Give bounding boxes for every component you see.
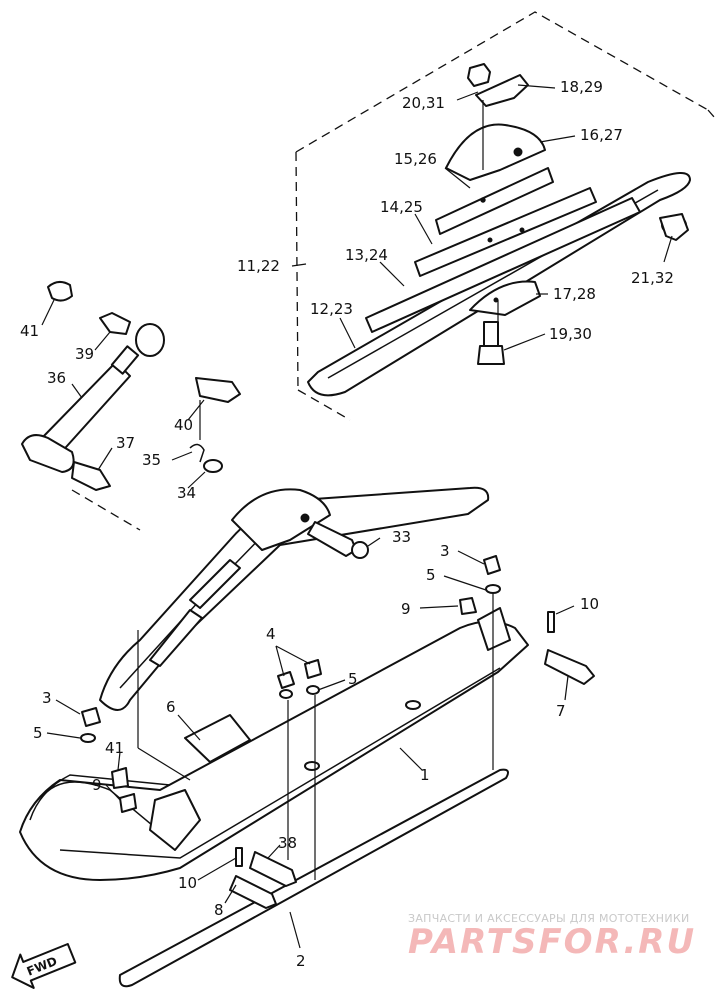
label-13-24: 13,24 xyxy=(345,246,388,264)
alignment-lines xyxy=(137,100,499,880)
label-3-right: 3 xyxy=(440,542,450,560)
leaf-spring-assembly-lower xyxy=(99,486,490,711)
label-5-left: 5 xyxy=(33,724,43,742)
spring-group-boundary xyxy=(71,11,716,531)
label-35: 35 xyxy=(142,451,161,469)
label-19-30: 19,30 xyxy=(549,325,592,343)
fwd-arrow-icon: FWD xyxy=(11,942,77,989)
label-8: 8 xyxy=(214,901,224,919)
label-38: 38 xyxy=(278,834,297,852)
label-36: 36 xyxy=(47,369,66,387)
label-16-27: 16,27 xyxy=(580,126,623,144)
label-10-right: 10 xyxy=(580,595,599,613)
label-4: 4 xyxy=(266,625,276,643)
shock-absorber-parts xyxy=(21,281,241,491)
label-2: 2 xyxy=(296,952,306,970)
watermark-caption: ЗАПЧАСТИ И АКСЕССУАРЫ ДЛЯ МОТОТЕХНИКИ xyxy=(408,912,690,925)
watermark-logo: PARTSFOR.RU xyxy=(408,922,696,962)
leaf-spring-assembly-upper xyxy=(307,63,691,397)
label-14-25: 14,25 xyxy=(380,198,423,216)
label-6: 6 xyxy=(166,698,176,716)
label-9-right: 9 xyxy=(401,600,411,618)
label-37: 37 xyxy=(116,434,135,452)
label-1: 1 xyxy=(420,766,430,784)
label-10-left: 10 xyxy=(178,874,197,892)
label-17-28: 17,28 xyxy=(553,285,596,303)
label-7: 7 xyxy=(556,702,566,720)
label-39: 39 xyxy=(75,345,94,363)
label-12-23: 12,23 xyxy=(310,300,353,318)
label-5-mid: 5 xyxy=(348,670,358,688)
label-33: 33 xyxy=(392,528,411,546)
label-20-31: 20,31 xyxy=(402,94,445,112)
label-3-left: 3 xyxy=(42,689,52,707)
leader-lines xyxy=(41,84,673,949)
watermark: ЗАПЧАСТИ И АКСЕССУАРЫ ДЛЯ МОТОТЕХНИКИ PA… xyxy=(408,912,696,962)
label-41-bottom: 41 xyxy=(105,739,124,757)
label-34: 34 xyxy=(177,484,196,502)
label-21-32: 21,32 xyxy=(631,269,674,287)
label-11-22: 11,22 xyxy=(237,257,280,275)
label-40: 40 xyxy=(174,416,193,434)
part-labels: 20,31 18,29 16,27 15,26 14,25 11,22 13,2… xyxy=(20,78,674,970)
label-18-29: 18,29 xyxy=(560,78,603,96)
label-15-26: 15,26 xyxy=(394,150,437,168)
label-41-top: 41 xyxy=(20,322,39,340)
ski-body xyxy=(19,555,595,988)
label-9-left: 9 xyxy=(92,776,102,794)
label-5-right: 5 xyxy=(426,566,436,584)
